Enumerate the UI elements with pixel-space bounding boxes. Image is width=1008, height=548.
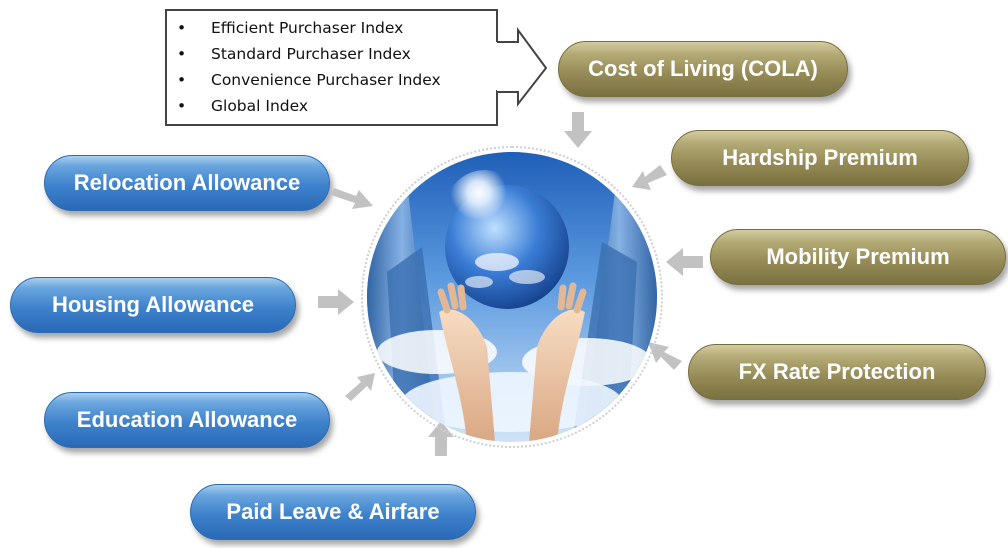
- pill-label: Cost of Living (COLA): [588, 56, 818, 81]
- hardship-premium-pill: Hardship Premium: [671, 130, 969, 186]
- list-item: • Global Index: [177, 93, 496, 119]
- arrow-icon: [648, 342, 682, 370]
- relocation-allowance-pill: Relocation Allowance: [44, 155, 330, 211]
- education-allowance-pill: Education Allowance: [44, 392, 330, 448]
- index-callout-box: • Efficient Purchaser Index • Standard Pur…: [165, 9, 498, 126]
- pill-label: Mobility Premium: [766, 244, 950, 269]
- list-item-label: Efficient Purchaser Index: [211, 19, 404, 37]
- bullet-icon: •: [177, 71, 187, 89]
- pill-label: FX Rate Protection: [738, 359, 936, 384]
- index-list: • Efficient Purchaser Index • Standard Pur…: [167, 11, 496, 119]
- arrow-icon: [632, 165, 667, 190]
- list-item: • Standard Purchaser Index: [177, 41, 496, 67]
- pill-label: Housing Allowance: [51, 292, 255, 317]
- arrow-icon: [564, 112, 592, 148]
- bullet-icon: •: [177, 45, 187, 63]
- list-item: • Efficient Purchaser Index: [177, 15, 496, 41]
- bullet-icon: •: [177, 97, 187, 115]
- list-item: • Convenience Purchaser Index: [177, 67, 496, 93]
- fx-rate-protection-pill: FX Rate Protection: [688, 344, 986, 400]
- cost-of-living-pill: Cost of Living (COLA): [558, 41, 848, 97]
- arrow-icon: [331, 188, 373, 209]
- pill-label: Education Allowance: [76, 407, 298, 432]
- arrow-icon: [666, 248, 703, 276]
- pill-label: Hardship Premium: [722, 145, 918, 170]
- globe-hands-icon: [367, 152, 657, 442]
- list-item-label: Standard Purchaser Index: [211, 45, 411, 63]
- arrow-icon: [318, 289, 354, 315]
- paid-leave-airfare-pill: Paid Leave & Airfare: [190, 484, 476, 540]
- list-item-label: Global Index: [211, 97, 309, 115]
- pill-label: Relocation Allowance: [73, 170, 301, 195]
- arrow-group: [318, 112, 703, 456]
- housing-allowance-pill: Housing Allowance: [10, 277, 296, 333]
- mobility-premium-pill: Mobility Premium: [710, 229, 1006, 285]
- list-item-label: Convenience Purchaser Index: [211, 71, 441, 89]
- bullet-icon: •: [177, 19, 187, 37]
- center-ring: [361, 146, 663, 448]
- pill-label: Paid Leave & Airfare: [226, 499, 440, 524]
- arrow-icon: [345, 373, 375, 401]
